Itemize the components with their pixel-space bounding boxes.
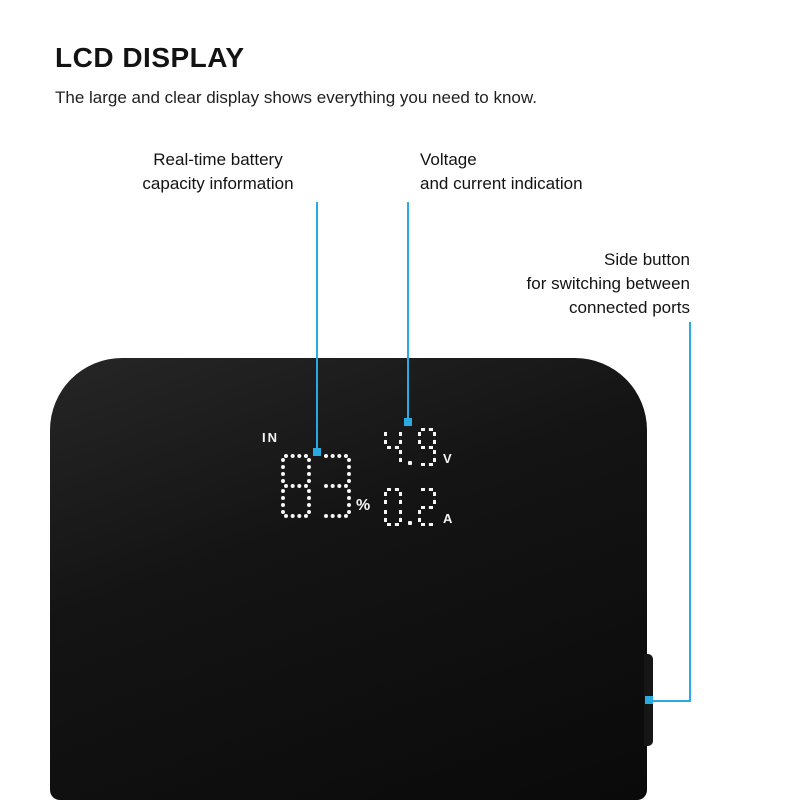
lcd-battery-percentage-display [281,454,351,518]
callout-endpoint-battery [313,448,321,456]
callout-side-button-label: Side button for switching between connec… [526,250,690,317]
lcd-voltage-display [384,428,436,466]
callout-line-side-vertical [689,322,691,702]
page-subtitle: The large and clear display shows everyt… [55,88,537,107]
lcd-current-unit: A [443,511,453,526]
page-title: LCD DISPLAY [55,42,245,73]
lcd-voltage-unit: V [443,451,452,466]
lcd-percent-unit: % [356,497,371,514]
lcd-current-display [384,488,436,526]
callout-endpoint-voltage [404,418,412,426]
callout-voltage-label: Voltage and current indication [420,150,583,193]
callout-line-battery [316,202,318,450]
callout-line-side-horizontal [652,700,691,702]
callout-line-voltage [407,202,409,420]
powerbank-device: IN % V A [50,358,647,800]
lcd-in-label: IN [262,430,279,445]
callout-battery-label: Real-time battery capacity information [142,150,294,193]
callout-endpoint-side-button [645,696,653,704]
